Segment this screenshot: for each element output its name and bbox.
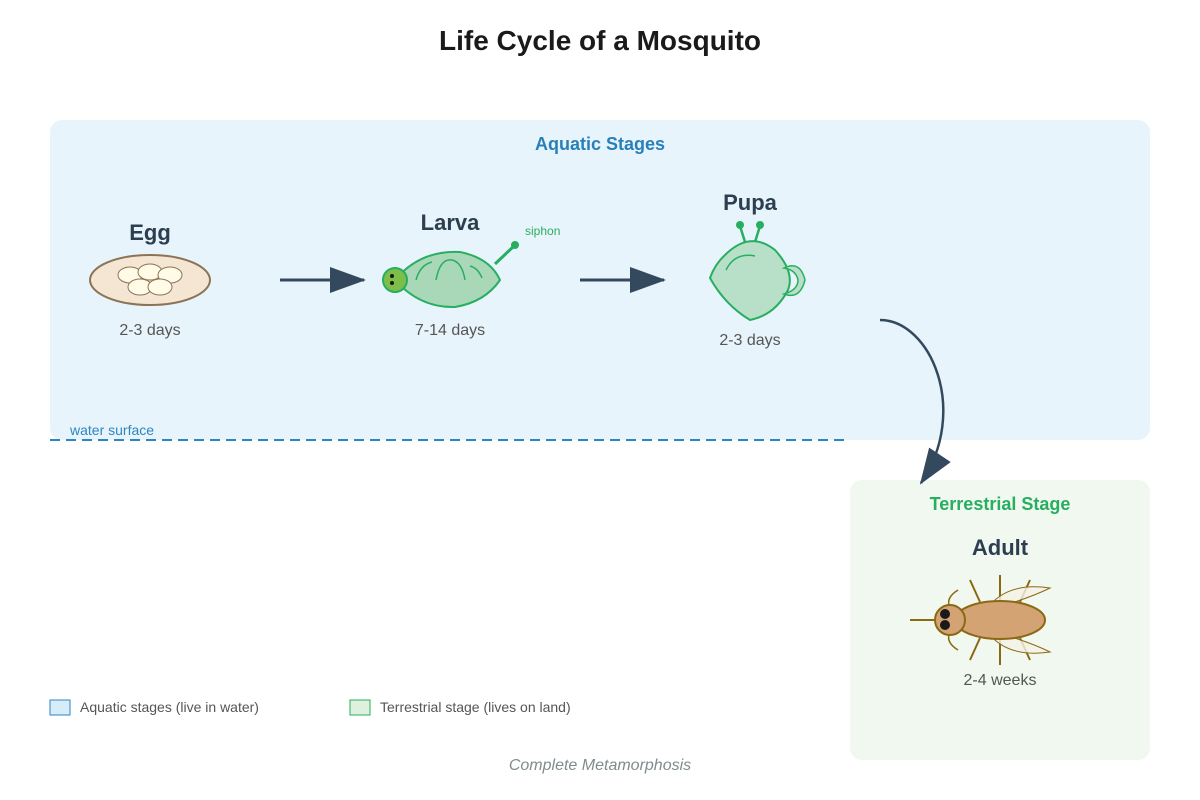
pupa-duration: 2-3 days — [719, 332, 780, 349]
siphon-label: siphon — [525, 224, 560, 238]
egg-stage: Egg 2-3 days — [89, 220, 211, 339]
diagram-title: Life Cycle of a Mosquito — [439, 25, 761, 56]
legend-swatch-aquatic — [49, 699, 71, 716]
egg-icon — [89, 254, 211, 306]
larva-icon — [382, 241, 519, 309]
terrestrial-zone-title: Terrestrial Stage — [930, 494, 1071, 514]
legend: Aquatic stages (live in water) Terrestri… — [49, 699, 571, 716]
legend-swatch-terrestrial — [349, 699, 371, 716]
footer-caption: Complete Metamorphosis — [509, 757, 691, 774]
legend-label-aquatic: Aquatic stages (live in water) — [80, 699, 259, 715]
egg-label: Egg — [129, 220, 171, 245]
adult-stage: Adult 2-4 weeks — [910, 535, 1052, 689]
adult-duration: 2-4 weeks — [964, 672, 1037, 689]
larva-stage: Larva siphon 7-14 days — [382, 210, 560, 339]
water-surface-label: water surface — [69, 422, 154, 438]
pupa-icon — [708, 221, 806, 322]
arrow-pupa-to-adult — [879, 318, 951, 485]
pupa-label: Pupa — [723, 190, 778, 215]
egg-duration: 2-3 days — [119, 322, 180, 339]
mosquito-icon — [910, 575, 1052, 665]
aquatic-zone-title: Aquatic Stages — [535, 134, 665, 154]
adult-label: Adult — [972, 535, 1029, 560]
legend-label-terrestrial: Terrestrial stage (lives on land) — [380, 699, 571, 715]
larva-label: Larva — [421, 210, 480, 235]
pupa-stage: Pupa 2-3 days — [708, 190, 806, 349]
larva-duration: 7-14 days — [415, 322, 485, 339]
